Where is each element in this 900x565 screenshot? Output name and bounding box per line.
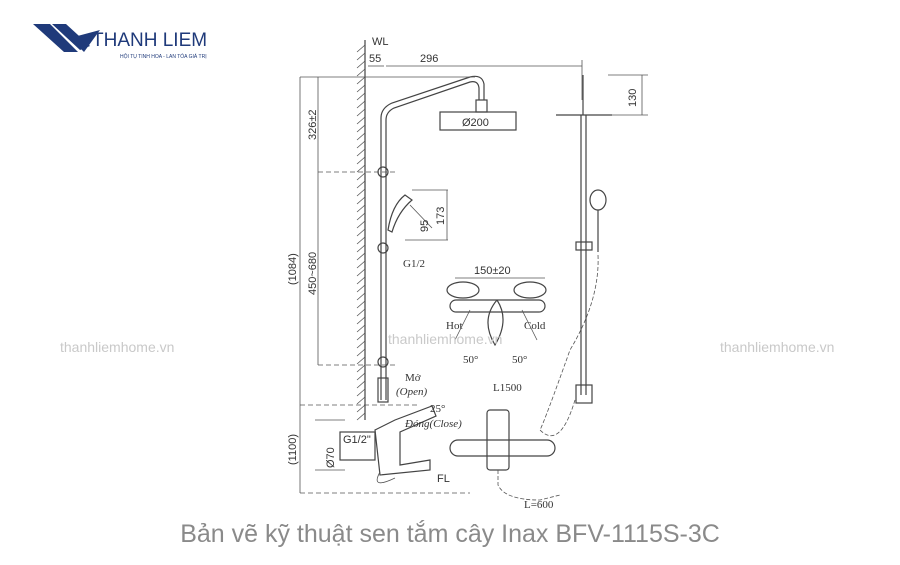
wall-hatch-line xyxy=(356,92,366,101)
wall-hatch-line xyxy=(356,372,366,381)
wall-hatch-line xyxy=(356,356,366,365)
wall-hatch-line xyxy=(356,124,366,133)
wall-hatch-line xyxy=(356,236,366,245)
wall-hatch-line xyxy=(356,204,366,213)
wall-hatch-line xyxy=(356,252,366,261)
wall-hatch-line xyxy=(356,52,366,61)
watermark-center: thanhliemhome.vn xyxy=(388,331,502,347)
wall-hatch-line xyxy=(356,276,366,285)
wall-hatch-line xyxy=(356,212,366,221)
wall-hatch-line xyxy=(356,300,366,309)
wall-hatch-line xyxy=(356,188,366,197)
wall-hatch-line xyxy=(356,156,366,165)
wall-hatch-line xyxy=(356,324,366,333)
label-g12: G1/2 xyxy=(403,258,425,270)
label-open-en: (Open) xyxy=(396,386,427,398)
wall-hatch-line xyxy=(356,44,366,53)
wall-hatch-line xyxy=(356,380,366,389)
wall-hatch-line xyxy=(356,148,366,157)
logo-brand: THANH LIEM xyxy=(92,30,207,51)
wall-hatch-line xyxy=(356,388,366,397)
label-d200: Ø200 xyxy=(462,117,489,129)
wall-hatch-line xyxy=(356,228,366,237)
wall xyxy=(356,40,366,421)
wall-hatch-line xyxy=(356,84,366,93)
faucet-side-view xyxy=(339,405,437,484)
label-130: 130 xyxy=(627,89,639,107)
wall-hatch-line xyxy=(356,180,366,189)
label-wl: WL xyxy=(372,36,389,48)
wall-hatch-line xyxy=(356,220,366,229)
label-296: 296 xyxy=(420,53,438,65)
label-hot: Hot xyxy=(446,320,463,332)
logo-tagline: HỘI TỤ TINH HOA - LAN TỎA GIÁ TRỊ xyxy=(120,53,207,60)
logo-mark-stripe xyxy=(33,24,78,52)
hose xyxy=(539,254,599,436)
wall-hatch-line xyxy=(356,132,366,141)
dimension-labels: WL 55 296 Ø200 326±2 (1084) 450~680 (110… xyxy=(287,36,639,511)
wall-hatch-line xyxy=(356,284,366,293)
wall-hatch-line xyxy=(356,164,366,173)
wall-hatch-line xyxy=(356,268,366,277)
wall-hatch-line xyxy=(356,260,366,269)
wall-hatch-line xyxy=(356,308,366,317)
wall-hatch-line xyxy=(356,172,366,181)
wall-hatch-line xyxy=(356,396,366,405)
label-g12-inlet: G1/2" xyxy=(343,434,371,446)
label-326: 326±2 xyxy=(307,109,319,140)
label-cold: Cold xyxy=(524,320,546,332)
label-l600: L=600 xyxy=(524,499,554,511)
wall-hatch-line xyxy=(356,76,366,85)
watermark-right: thanhliemhome.vn xyxy=(720,339,834,355)
label-150: 150±20 xyxy=(474,265,511,277)
label-fl: FL xyxy=(437,473,450,485)
label-1100: (1100) xyxy=(287,434,299,465)
label-95: 95 xyxy=(419,220,431,232)
logo: THANH LIEM HỘI TỤ TINH HOA - LAN TỎA GIÁ… xyxy=(33,24,207,60)
label-50-right: 50° xyxy=(512,354,527,366)
wall-hatch-line xyxy=(356,116,366,125)
label-open-vi: Mở xyxy=(405,372,421,384)
rain-shower-head xyxy=(439,111,517,131)
label-450-680: 450~680 xyxy=(307,252,319,295)
wall-hatch-line xyxy=(356,60,366,69)
wall-hatch-line xyxy=(356,140,366,149)
label-25: 25° xyxy=(430,403,445,415)
watermark-left: thanhliemhome.vn xyxy=(60,339,174,355)
wall-hatch-line xyxy=(356,292,366,301)
wall-hatch-line xyxy=(356,100,366,109)
label-close: Đóng(Close) xyxy=(404,418,462,430)
wall-hatch-line xyxy=(356,68,366,77)
label-50-left: 50° xyxy=(463,354,478,366)
hand-shower-side xyxy=(387,194,413,233)
shower-pole-side xyxy=(377,75,517,403)
label-d70: Ø70 xyxy=(325,447,337,468)
label-173: 173 xyxy=(435,207,447,225)
wall-hatch-line xyxy=(356,244,366,253)
label-55: 55 xyxy=(369,53,381,65)
label-l1500: L1500 xyxy=(493,382,522,394)
wall-hatch-line xyxy=(356,196,366,205)
wall-hatch-line xyxy=(356,108,366,117)
wall-hatch-line xyxy=(356,332,366,341)
wall-hatch-line xyxy=(356,348,366,357)
wall-hatch-line xyxy=(356,340,366,349)
wall-hatch-line xyxy=(356,404,366,413)
logo-mark-wing xyxy=(70,30,100,52)
hand-shower-front xyxy=(589,189,607,211)
label-1084: (1084) xyxy=(287,253,299,285)
mixer-top-view xyxy=(446,277,547,347)
faucet-front-view xyxy=(449,409,561,501)
wall-hatch-line xyxy=(356,316,366,325)
wall-hatch-line xyxy=(356,364,366,373)
shower-pole-front xyxy=(539,75,612,436)
dimensions xyxy=(299,60,648,493)
wall-hatch-line xyxy=(356,412,366,421)
caption: Bản vẽ kỹ thuật sen tắm cây Inax BFV-111… xyxy=(180,520,720,548)
